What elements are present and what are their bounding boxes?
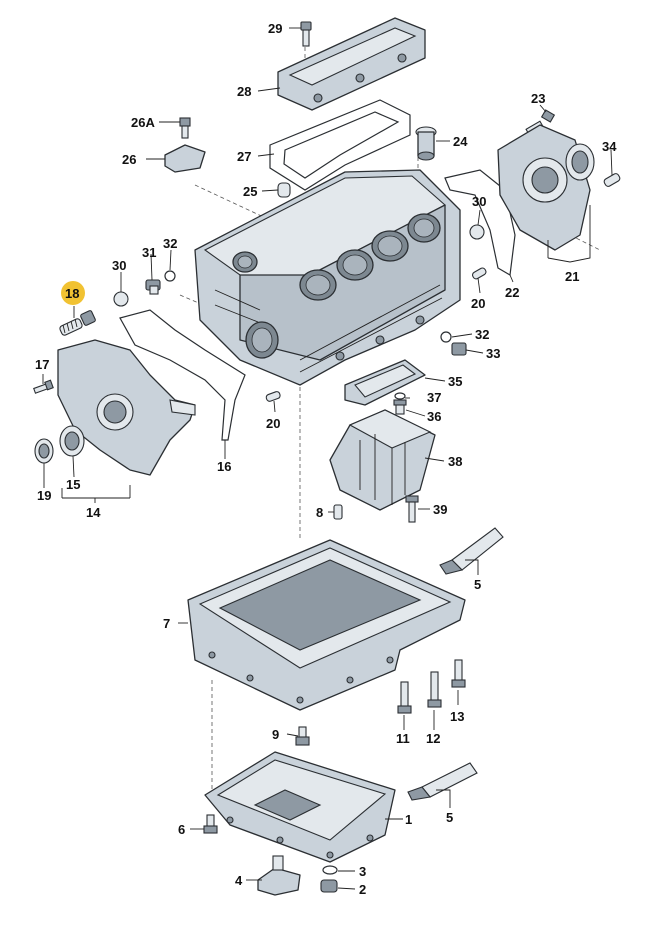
part-21-rear-cover [497, 124, 595, 251]
callout-28: 28 [237, 84, 251, 99]
callout-26a: 26A [131, 115, 155, 130]
part-15-seal [59, 425, 85, 457]
callout-30-left: 30 [112, 258, 126, 273]
part-22-gasket [444, 169, 516, 276]
callout-12: 12 [426, 731, 440, 746]
callout-19: 19 [37, 488, 51, 503]
callout-20-right: 20 [471, 296, 485, 311]
callout-39: 39 [433, 502, 447, 517]
part-11-bolt [397, 681, 412, 714]
part-31-plug [145, 279, 161, 295]
callout-24: 24 [453, 134, 468, 149]
callout-21: 21 [565, 269, 579, 284]
part-7-upper-oil-pan [187, 539, 466, 711]
callout-8: 8 [316, 505, 323, 520]
part-8-pin [333, 504, 343, 520]
callout-35: 35 [448, 374, 462, 389]
part-16-gasket [119, 309, 246, 441]
part-27-gasket [269, 99, 411, 191]
part-39-bolt [405, 495, 419, 523]
callout-34: 34 [602, 139, 617, 154]
part-17-bolt [33, 379, 54, 394]
callout-6: 6 [178, 822, 185, 837]
part-26-bracket [164, 117, 206, 173]
callout-5-bottom: 5 [446, 810, 453, 825]
part-24-sleeve [415, 126, 437, 161]
callout-2: 2 [359, 882, 366, 897]
callout-36: 36 [427, 409, 441, 424]
part-12-bolt [427, 671, 442, 708]
callout-labels: 29 28 23 26A 24 34 26 27 25 30 32 31 30 … [35, 21, 617, 897]
callout-26: 26 [122, 152, 136, 167]
part-28-cover [277, 17, 426, 111]
part-35-baffle [344, 359, 426, 406]
engine-block [194, 169, 461, 386]
part-37-washer [394, 392, 406, 400]
callout-30-right: 30 [472, 194, 486, 209]
callout-20-left: 20 [266, 416, 280, 431]
part-4-sensor [257, 855, 301, 896]
callout-33: 33 [486, 346, 500, 361]
part-29-bolt [300, 21, 312, 47]
part-32-ring-left [164, 270, 176, 282]
callout-3: 3 [359, 864, 366, 879]
part-20-pin-left [265, 391, 281, 402]
callout-31: 31 [142, 245, 156, 260]
part-2-drain-plug [320, 879, 338, 893]
callout-17: 17 [35, 357, 49, 372]
callout-14: 14 [86, 505, 101, 520]
part-3-ring [322, 865, 338, 875]
callout-11: 11 [396, 731, 410, 746]
callout-32-left: 32 [163, 236, 177, 251]
part-30-plug-right [469, 224, 485, 240]
part-19-seal [34, 438, 54, 464]
callout-1: 1 [405, 812, 412, 827]
callout-18: 18 [65, 286, 79, 301]
callout-23: 23 [531, 91, 545, 106]
part-33-plug [451, 342, 467, 356]
part-9-bolt [295, 726, 310, 746]
callout-9: 9 [272, 727, 279, 742]
callout-4: 4 [235, 873, 243, 888]
part-34-pin [603, 173, 621, 187]
part-30-plug-left [113, 291, 129, 307]
part-20-pin-right [471, 267, 487, 280]
part-1-lower-oil-pan [204, 751, 396, 863]
part-32-ring-right [440, 331, 452, 343]
part-6-bolt [203, 814, 218, 834]
callout-5-top: 5 [474, 577, 481, 592]
callout-16: 16 [217, 459, 231, 474]
part-5-sealant-top [439, 527, 504, 575]
callout-32-right: 32 [475, 327, 489, 342]
part-25-dowel [277, 182, 291, 198]
part-18-bolt [59, 310, 96, 336]
part-36-bolt [393, 399, 407, 415]
callout-25: 25 [243, 184, 257, 199]
callout-22: 22 [505, 285, 519, 300]
callout-7: 7 [163, 616, 170, 631]
callout-37: 37 [427, 390, 441, 405]
callout-38: 38 [448, 454, 462, 469]
part-5-sealant-bottom [407, 762, 478, 801]
part-18-highlight [61, 281, 85, 305]
part-14-timing-cover [57, 339, 196, 476]
callout-29: 29 [268, 21, 282, 36]
callout-13: 13 [450, 709, 464, 724]
callout-27: 27 [237, 149, 251, 164]
callout-15: 15 [66, 477, 80, 492]
part-38-housing [329, 409, 436, 511]
leader-lines [42, 27, 613, 890]
part-13-bolt [451, 659, 466, 688]
